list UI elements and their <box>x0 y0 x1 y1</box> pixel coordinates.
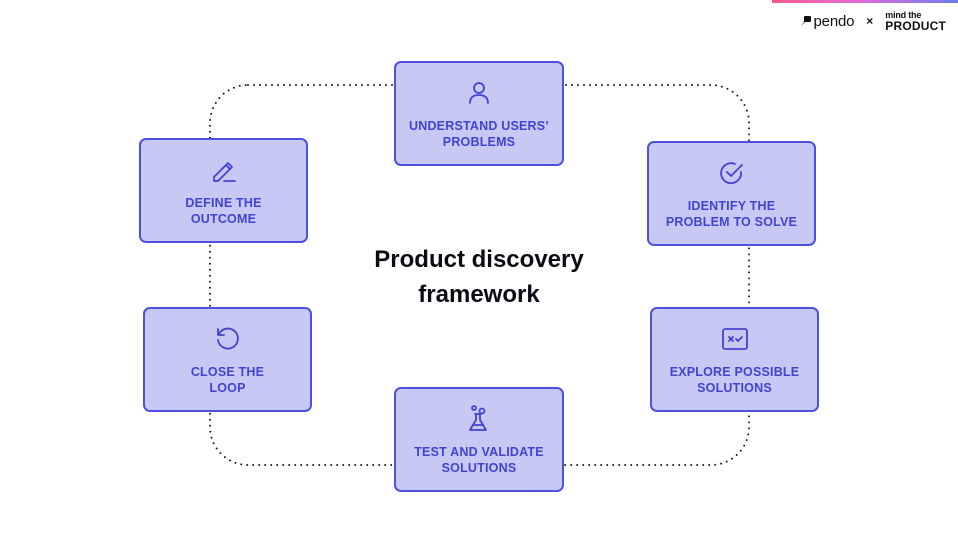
x-check-window-icon <box>720 324 750 354</box>
mind-the-product-small: mind the <box>885 9 922 20</box>
step-identify-problem: IDENTIFY THE PROBLEM TO SOLVE <box>647 141 816 246</box>
step-label: UNDERSTAND USERS’ PROBLEMS <box>409 118 549 149</box>
times-symbol: × <box>866 14 874 28</box>
step-test-validate: TEST AND VALIDATE SOLUTIONS <box>394 387 564 492</box>
pendo-mark-icon <box>800 16 811 26</box>
brand-logos: pendo × mind the PRODUCT <box>800 9 946 33</box>
pendo-logo: pendo <box>800 12 855 30</box>
step-define-outcome: DEFINE THE OUTCOME <box>139 138 308 243</box>
step-label: EXPLORE POSSIBLE SOLUTIONS <box>669 364 800 395</box>
mind-the-product-big: PRODUCT <box>885 18 946 33</box>
top-gradient-line <box>772 0 958 3</box>
step-label: TEST AND VALIDATE SOLUTIONS <box>414 444 544 475</box>
pencil-icon <box>209 155 239 185</box>
step-explore-solutions: EXPLORE POSSIBLE SOLUTIONS <box>650 307 819 412</box>
step-label: IDENTIFY THE PROBLEM TO SOLVE <box>665 198 798 229</box>
step-understand-users-problems: UNDERSTAND USERS’ PROBLEMS <box>394 61 564 166</box>
refresh-icon <box>213 324 243 354</box>
user-icon <box>464 78 494 108</box>
step-label: CLOSE THE LOOP <box>190 364 265 395</box>
step-close-loop: CLOSE THE LOOP <box>143 307 312 412</box>
pendo-wordmark: pendo <box>813 12 855 30</box>
page-title: Product discovery framework <box>374 246 584 308</box>
check-circle-icon <box>717 158 747 188</box>
flask-icon <box>464 404 494 434</box>
mind-the-product-logo: mind the PRODUCT <box>885 9 946 33</box>
step-label: DEFINE THE OUTCOME <box>185 195 262 226</box>
